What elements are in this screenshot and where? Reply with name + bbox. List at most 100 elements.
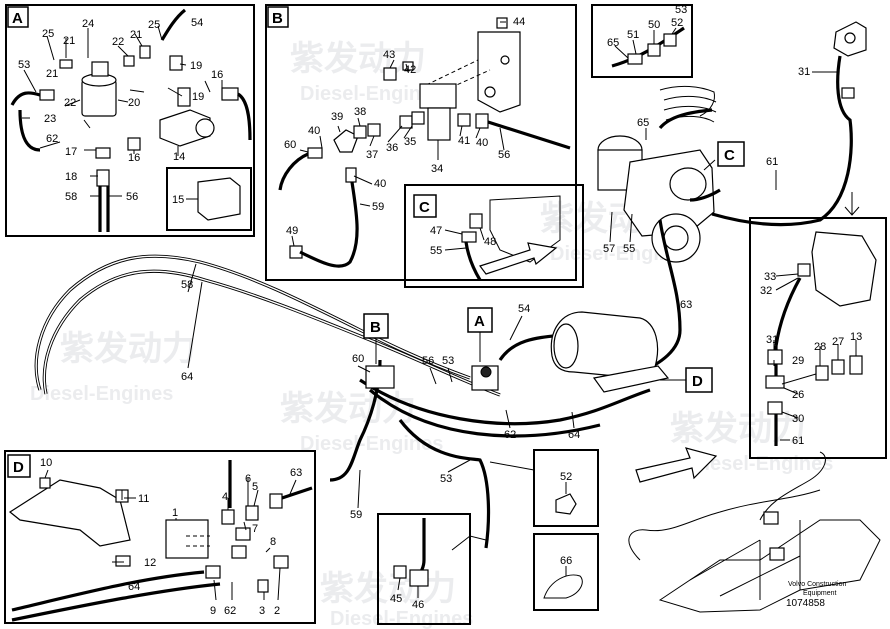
label: 53 (675, 4, 687, 16)
label: 34 (431, 163, 443, 175)
label: 15 (172, 194, 184, 206)
watermark-subtext: Diesel-Engines (300, 83, 443, 105)
label: 27 (832, 336, 844, 348)
label: 18 (65, 171, 77, 183)
inset-bl1: 45 46 (377, 513, 487, 625)
connector (767, 401, 783, 415)
fitting (393, 565, 407, 579)
bolt (383, 67, 397, 81)
inset-b-tag-box (267, 6, 289, 28)
inset-bl2-frame (533, 449, 599, 527)
label: 13 (850, 331, 862, 343)
label: 35 (404, 136, 416, 148)
pointer-line (451, 535, 487, 551)
inset-a-labels: 24 25 54 21 22 21 25 53 19 16 20 21 19 2… (18, 17, 223, 206)
inset-c-tag-box (413, 194, 437, 218)
label: 63 (290, 467, 302, 479)
label: 58 (65, 191, 77, 203)
inset-b-frame (265, 4, 577, 281)
fitting (627, 53, 643, 65)
fitting (127, 137, 141, 151)
label: 16 (128, 152, 140, 164)
label: 53 (18, 59, 30, 71)
label: 23 (44, 113, 56, 125)
label: 64 (181, 371, 193, 383)
inset-c: C 47 48 55 (404, 184, 584, 288)
watermark-text: 紫发动力 (320, 570, 456, 608)
label: 29 (792, 355, 804, 367)
label: 17 (65, 146, 77, 158)
label: 40 (374, 178, 386, 190)
label: 61 (766, 156, 778, 168)
hose (278, 152, 309, 191)
fitting (123, 55, 135, 67)
leader-lines (187, 263, 575, 509)
label: 7 (252, 523, 258, 535)
label: 14 (173, 151, 185, 163)
fitting (139, 45, 151, 59)
pipe (689, 188, 721, 202)
valve-block-b (365, 365, 395, 389)
machine-wiring (759, 451, 826, 521)
inset-d: D 10 6 63 4 5 11 7 1 8 12 64 (4, 450, 316, 624)
hose (299, 181, 359, 268)
nut (115, 555, 131, 567)
fitting (831, 359, 845, 375)
label: 33 (764, 271, 776, 283)
inset-c-tag: C (419, 199, 430, 216)
label: 20 (128, 97, 140, 109)
fitting (221, 87, 239, 101)
watermark-text: 紫发动力 (290, 40, 426, 78)
fitting (96, 169, 110, 187)
label: 53 (442, 355, 454, 367)
label: 44 (513, 16, 525, 28)
label: 21 (63, 35, 75, 47)
part-15-box (166, 167, 252, 231)
label: 57 (603, 243, 615, 255)
inset-d-labels: 10 6 63 4 5 11 7 1 8 12 64 9 62 3 2 (40, 457, 302, 617)
fitting (177, 87, 191, 107)
fitting (221, 509, 235, 525)
watermark-subtext: Diesel-Engines (330, 608, 473, 629)
top-detail-frame (591, 4, 693, 78)
inset-bl3-frame (533, 533, 599, 611)
label: 45 (390, 593, 402, 605)
label: 9 (210, 605, 216, 617)
label: 46 (412, 599, 424, 611)
label: 25 (148, 19, 160, 31)
watermark-subtext: Diesel-Engines (300, 433, 443, 455)
label: 24 (82, 18, 94, 30)
label: 48 (484, 236, 496, 248)
label: 19 (190, 60, 202, 72)
label: 26 (792, 389, 804, 401)
label: 32 (760, 285, 772, 297)
leader-lines (773, 273, 857, 441)
label: 56 (126, 191, 138, 203)
label: 60 (284, 139, 296, 151)
leader-lines (609, 211, 633, 243)
clamp (555, 493, 577, 515)
machine-frame (658, 519, 881, 613)
hose (487, 120, 571, 150)
label: 10 (40, 457, 52, 469)
tank-bracket (592, 365, 670, 393)
watermark-text: 紫发动力 (670, 410, 806, 448)
connector (797, 263, 811, 277)
label: 54 (191, 17, 203, 29)
label: 51 (627, 29, 639, 41)
label: 54 (518, 303, 530, 315)
bolt (496, 17, 508, 29)
hose (414, 518, 426, 580)
caption-number: 1074858 (786, 598, 825, 609)
label: 6 (245, 473, 251, 485)
fitting (367, 123, 381, 137)
hose (11, 570, 205, 612)
label: 38 (354, 106, 366, 118)
callout-d-box (685, 367, 713, 393)
label: 5 (252, 481, 258, 493)
label: 4 (222, 491, 228, 503)
label: 31 (798, 66, 810, 78)
label: 55 (623, 243, 635, 255)
label: 56 (498, 149, 510, 161)
